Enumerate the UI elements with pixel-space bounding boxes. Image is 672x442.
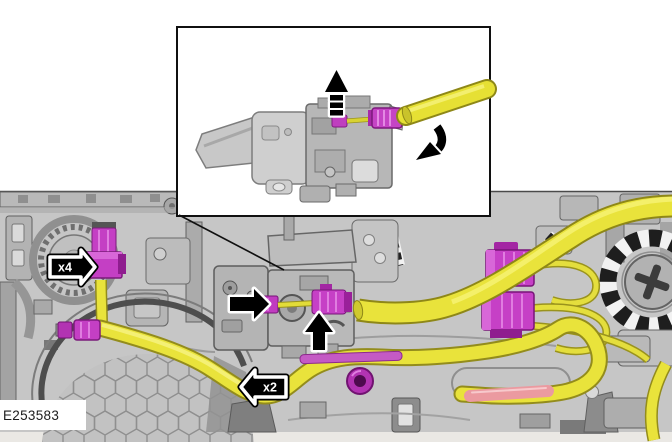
callout-x4: x4	[46, 246, 99, 288]
press-down-arrow-icon	[414, 123, 449, 162]
figure-id-label: E253583	[3, 408, 59, 423]
grommet	[346, 367, 374, 395]
screw-vent	[599, 229, 672, 335]
cable-end-cap	[352, 300, 364, 320]
callout-x4-label: x4	[58, 261, 72, 275]
main-view: x4 x2	[0, 190, 672, 442]
right-edge-cable	[644, 360, 672, 442]
left-elbow-connector	[55, 319, 101, 341]
callout-x2-label: x2	[263, 381, 277, 395]
bracket-with-holes	[351, 219, 399, 283]
pull-up-arrow-icon	[322, 67, 351, 118]
phillips-screw-icon	[634, 264, 670, 300]
inset-detail-view	[195, 67, 497, 203]
harness-tape-strip	[299, 350, 403, 365]
push-arrow-right-icon	[227, 286, 272, 322]
leader-line	[178, 214, 285, 271]
x4-connector	[83, 222, 126, 279]
callout-x2: x2	[237, 366, 290, 408]
main-harness-cable	[91, 316, 608, 405]
inset-cable	[396, 79, 497, 126]
trunk-cable	[352, 194, 672, 325]
figure-id: E253583	[0, 400, 86, 430]
push-arrow-up-icon	[302, 310, 336, 353]
pink-label-sleeve	[464, 385, 554, 402]
